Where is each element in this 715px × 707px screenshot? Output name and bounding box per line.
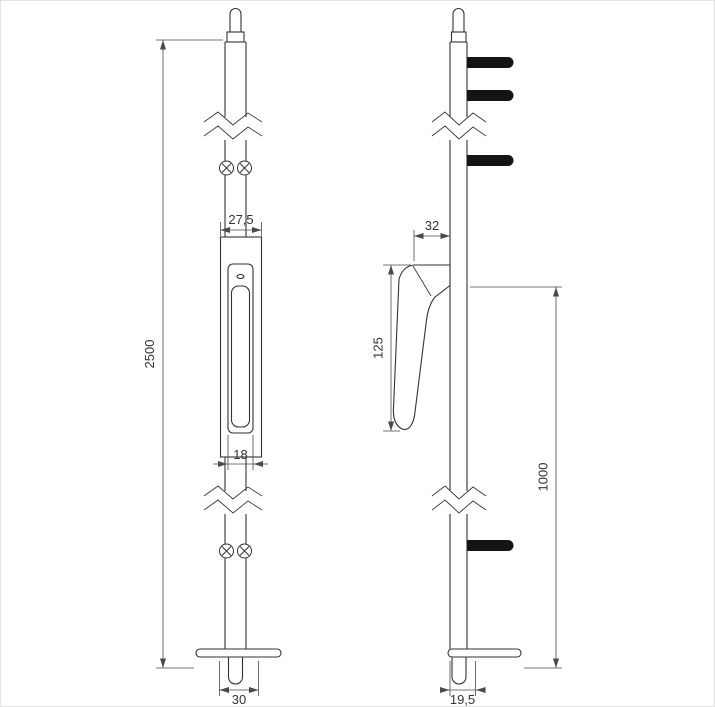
side-dim-handle-height: 1000 <box>470 286 562 669</box>
front-spindle-hole <box>236 273 245 280</box>
side-rod <box>449 41 468 649</box>
dim-label-housing-width: 27,5 <box>228 212 253 227</box>
front-dim-slot-width: 18 <box>213 435 268 470</box>
front-dim-housing-width: 27,5 <box>220 212 262 236</box>
break-line-icon <box>431 125 487 140</box>
side-top-pin <box>452 8 465 33</box>
front-view: 27,5 18 2500 30 <box>142 8 282 707</box>
side-top-collar <box>450 31 467 43</box>
dim-label-total-height: 2500 <box>142 340 157 369</box>
mounting-stud-icon <box>467 90 514 101</box>
break-line-icon <box>431 485 487 500</box>
front-bottom-plate <box>195 648 282 658</box>
break-line-icon <box>203 499 263 514</box>
dim-label-handle-length: 125 <box>371 337 386 359</box>
front-break-bottom <box>203 485 263 514</box>
dim-label-base-width: 30 <box>232 692 246 707</box>
front-top-collar <box>226 31 245 43</box>
break-line-icon <box>203 125 263 140</box>
break-line-icon <box>203 111 263 126</box>
side-bottom-plate <box>447 648 522 658</box>
side-handle-profile <box>392 264 451 431</box>
side-break-bottom <box>431 485 487 514</box>
front-break-top <box>203 111 263 140</box>
break-line-icon <box>431 499 487 514</box>
side-break-top <box>431 111 487 140</box>
front-dim-base-width: 30 <box>219 661 259 707</box>
mounting-stud-icon <box>467 57 514 68</box>
front-screws-bottom <box>219 543 252 559</box>
front-screws-top <box>219 160 252 176</box>
front-bottom-pin <box>227 656 244 685</box>
mounting-stud-icon <box>467 540 514 551</box>
screw-icon <box>219 160 234 176</box>
side-view: 32 125 1000 19,5 <box>371 8 562 707</box>
screw-icon <box>219 543 234 559</box>
mounting-stud-icon <box>467 155 514 166</box>
front-top-pin <box>229 8 242 33</box>
front-dim-total-height: 2500 <box>142 39 223 669</box>
side-dim-handle-length: 125 <box>371 264 411 432</box>
dim-label-base-depth: 19,5 <box>450 692 475 707</box>
side-handle <box>392 264 451 431</box>
side-dim-top-projection: 32 <box>413 218 450 261</box>
side-dim-base-depth: 19,5 <box>440 661 486 707</box>
break-line-icon <box>431 111 487 126</box>
side-mounting-studs <box>467 57 514 551</box>
front-handle-grip <box>230 285 251 428</box>
dim-label-top-projection: 32 <box>425 218 439 233</box>
screw-icon <box>237 160 252 176</box>
screw-icon <box>237 543 252 559</box>
dim-label-handle-height: 1000 <box>536 463 551 492</box>
side-bottom-pin <box>451 656 467 685</box>
side-handle-neck-line <box>412 265 432 297</box>
dim-label-slot-width: 18 <box>233 447 247 462</box>
break-line-icon <box>203 485 263 500</box>
